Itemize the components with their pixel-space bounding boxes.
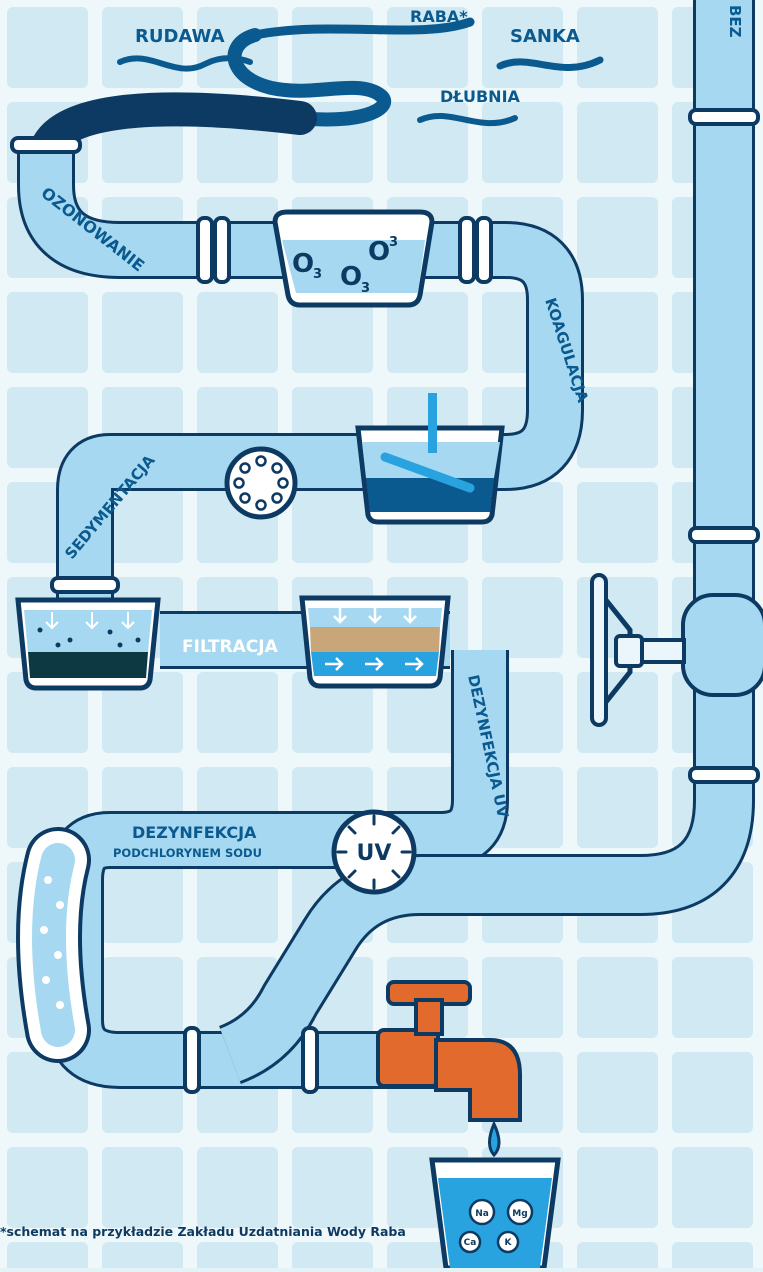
ozone-sub1: 3 <box>313 267 322 282</box>
footnote: *schemat na przykładzie Zakładu Uzdatnia… <box>0 1224 406 1239</box>
uv-disc: UV <box>334 812 414 892</box>
sedimentation-disc <box>227 449 295 517</box>
filter-tank-left <box>18 600 158 688</box>
ozone-sub2: 3 <box>361 281 370 296</box>
river-dlubnia: DŁUBNIA <box>440 87 521 106</box>
ozone-o1: O <box>292 249 314 279</box>
ion-k: K <box>505 1238 513 1248</box>
uv-label: UV <box>357 841 392 866</box>
river-sanka: SANKA <box>510 26 580 47</box>
label-filtracja: FILTRACJA <box>182 637 279 657</box>
river-rudawa: RUDAWA <box>135 26 225 47</box>
label-dezynfekcja-line1: DEZYNFEKCJA <box>132 823 257 842</box>
mixer-shaft <box>428 393 437 453</box>
water-glass: Na Mg Ca K <box>432 1160 558 1268</box>
ion-ca: Ca <box>464 1238 477 1248</box>
ozone-o2: O <box>340 262 362 292</box>
filter-tank-right <box>302 598 448 686</box>
ozone-o3: O <box>368 237 390 267</box>
chlorination-tube <box>40 860 64 1030</box>
river-raba: RABA* <box>410 7 468 26</box>
label-dezynfekcja-line2: PODCHLORYNEM SODU <box>113 846 262 860</box>
ion-mg: Mg <box>512 1209 527 1219</box>
label-vertical-partial: BEZ <box>726 5 744 38</box>
ion-na: Na <box>475 1209 489 1219</box>
ozone-sub3: 3 <box>389 235 398 250</box>
